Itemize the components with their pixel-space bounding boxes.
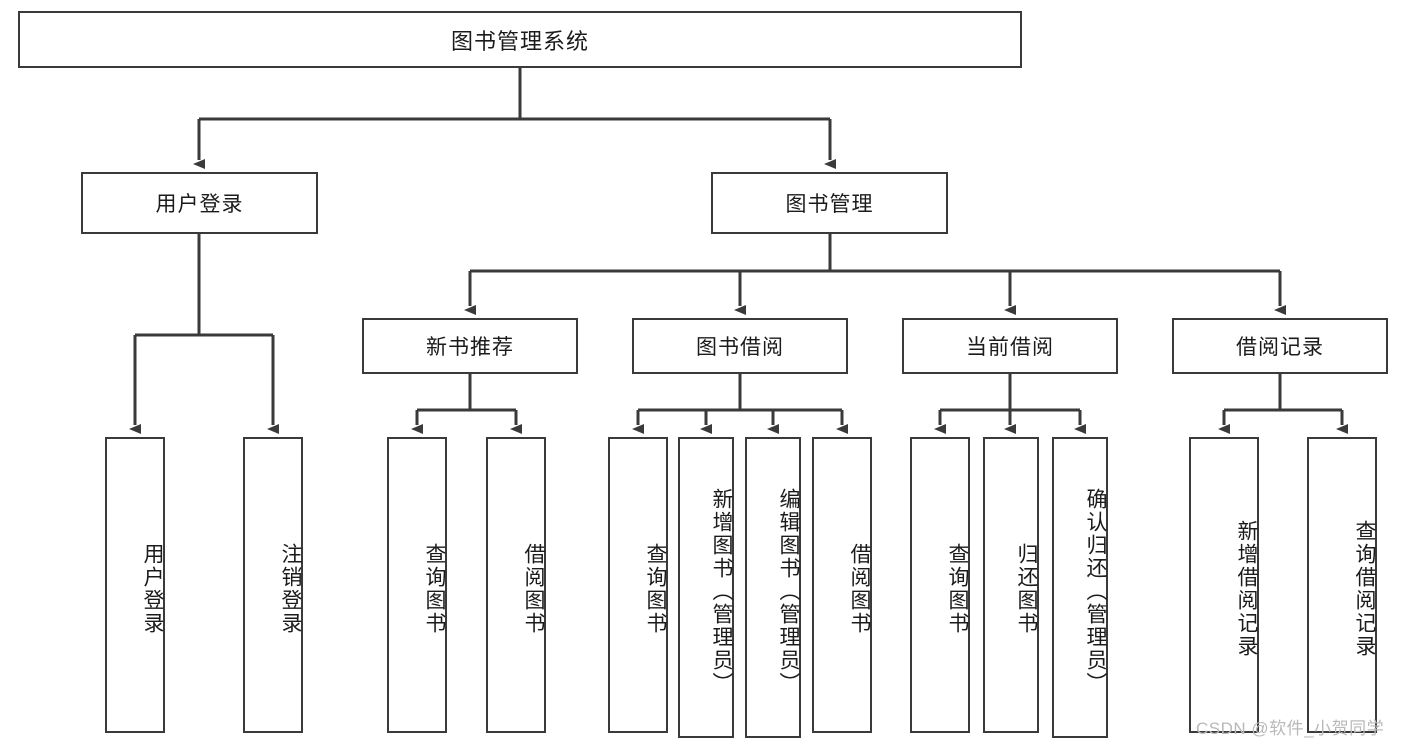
leaf-borrow-book-recommend[interactable]: 借阅图书 bbox=[486, 437, 546, 733]
node-label: 图书管理系统 bbox=[450, 28, 589, 54]
node-label: 借阅记录 bbox=[1236, 336, 1324, 359]
node-user-login[interactable]: 用户登录 bbox=[81, 172, 318, 234]
node-new-book-recommend[interactable]: 新书推荐 bbox=[362, 318, 578, 374]
node-label: 图书借阅 bbox=[696, 336, 784, 359]
node-label: 注销登录 bbox=[279, 543, 302, 635]
leaf-confirm-return-admin[interactable]: 确认归还（管理员） bbox=[1052, 437, 1108, 738]
node-label: 图书管理 bbox=[785, 193, 874, 216]
node-label: 归还图书 bbox=[1015, 543, 1038, 635]
leaf-query-book-borrow[interactable]: 查询图书 bbox=[608, 437, 668, 733]
leaf-add-book-admin[interactable]: 新增图书（管理员） bbox=[678, 437, 734, 738]
leaf-return-book[interactable]: 归还图书 bbox=[983, 437, 1039, 733]
node-book-borrow[interactable]: 图书借阅 bbox=[632, 318, 848, 374]
node-label: 查询图书 bbox=[644, 543, 667, 635]
node-label: 新增借阅记录 bbox=[1235, 520, 1258, 658]
csdn-watermark: CSDN @软件_小贺同学 bbox=[1196, 719, 1385, 738]
node-borrow-record[interactable]: 借阅记录 bbox=[1172, 318, 1388, 374]
node-label: 查询图书 bbox=[423, 543, 446, 635]
leaf-query-borrow-record[interactable]: 查询借阅记录 bbox=[1307, 437, 1377, 733]
node-label: 用户登录 bbox=[155, 193, 244, 216]
node-book-manage[interactable]: 图书管理 bbox=[711, 172, 948, 234]
node-current-borrow[interactable]: 当前借阅 bbox=[902, 318, 1118, 374]
node-label: 确认归还（管理员） bbox=[1084, 488, 1107, 695]
node-label: 当前借阅 bbox=[966, 336, 1054, 359]
node-root-system[interactable]: 图书管理系统 bbox=[18, 11, 1022, 68]
node-label: 编辑图书（管理员） bbox=[777, 488, 800, 695]
leaf-edit-book-admin[interactable]: 编辑图书（管理员） bbox=[745, 437, 801, 738]
node-label: 新书推荐 bbox=[426, 336, 514, 359]
leaf-add-borrow-record[interactable]: 新增借阅记录 bbox=[1189, 437, 1259, 733]
node-label: 查询图书 bbox=[946, 543, 969, 635]
leaf-user-login[interactable]: 用户登录 bbox=[105, 437, 165, 733]
leaf-query-book-recommend[interactable]: 查询图书 bbox=[387, 437, 447, 733]
node-label: 借阅图书 bbox=[848, 543, 871, 635]
node-label: 新增图书（管理员） bbox=[710, 488, 733, 695]
leaf-borrow-book[interactable]: 借阅图书 bbox=[812, 437, 872, 733]
leaf-query-book-current[interactable]: 查询图书 bbox=[910, 437, 970, 733]
node-label: 查询借阅记录 bbox=[1353, 520, 1376, 658]
node-label: 借阅图书 bbox=[522, 543, 545, 635]
leaf-logout-login[interactable]: 注销登录 bbox=[243, 437, 303, 733]
node-label: 用户登录 bbox=[141, 543, 164, 635]
